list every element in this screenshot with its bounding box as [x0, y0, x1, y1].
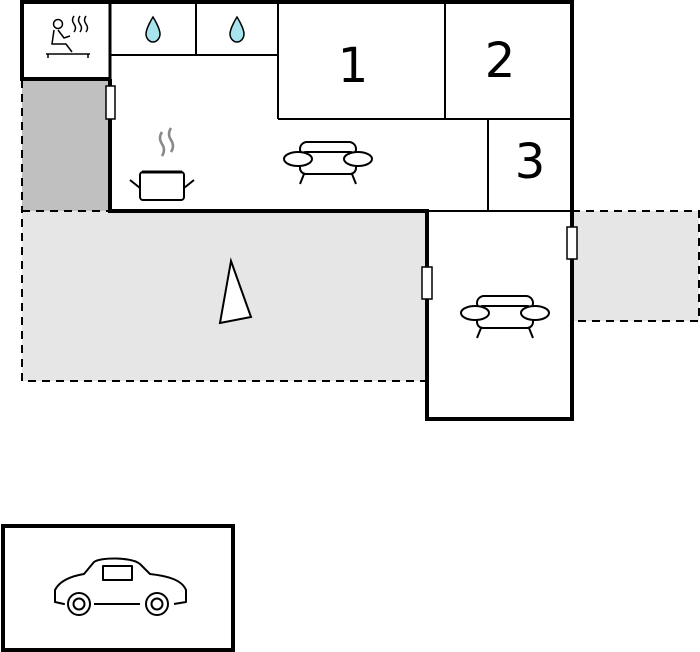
- door-south-living: [421, 266, 433, 300]
- car-icon: [54, 557, 187, 616]
- sofa-icon: [460, 295, 550, 339]
- room-label-3: 3: [515, 134, 546, 190]
- north-arrow-icon: [218, 257, 253, 325]
- covered-terrace: [22, 80, 110, 211]
- water-drop-icon: [145, 15, 161, 43]
- room-label-1: 1: [338, 38, 369, 94]
- doors: [105, 85, 578, 300]
- outer-wall: [20, 0, 574, 421]
- sauna-icon: [46, 15, 90, 58]
- door-east: [566, 226, 578, 260]
- door-west: [105, 85, 116, 120]
- terrace-east: [571, 210, 700, 322]
- room-label-2: 2: [485, 33, 516, 89]
- sofa-icon: [283, 141, 373, 185]
- water-drop-icon: [229, 15, 245, 43]
- cooking-pot-icon: [129, 127, 195, 201]
